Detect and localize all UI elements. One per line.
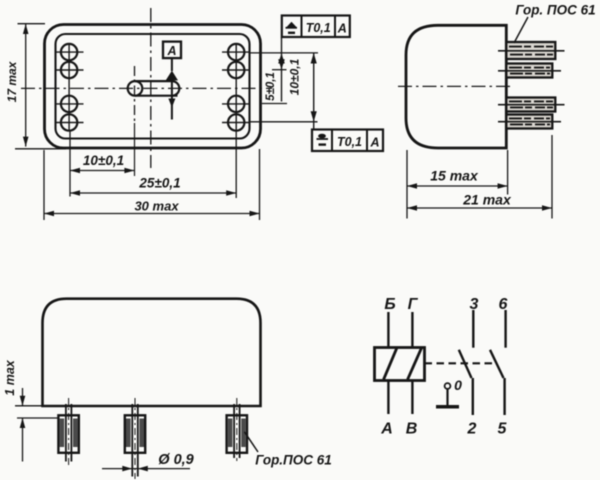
- svg-text:A: A: [369, 136, 379, 150]
- svg-text:Гор.ПОС 61: Гор.ПОС 61: [255, 453, 332, 468]
- svg-text:25±0,1: 25±0,1: [138, 176, 180, 191]
- svg-text:15 max: 15 max: [430, 168, 479, 184]
- svg-text:A: A: [166, 44, 176, 58]
- svg-text:T0,1: T0,1: [337, 135, 362, 149]
- svg-text:10±0,1: 10±0,1: [83, 153, 124, 168]
- svg-text:Г: Г: [408, 296, 419, 313]
- svg-text:21 max: 21 max: [462, 192, 512, 208]
- svg-text:2: 2: [467, 421, 477, 438]
- svg-text:А: А: [380, 421, 393, 438]
- svg-text:0: 0: [454, 377, 462, 393]
- svg-text:30 max: 30 max: [134, 199, 179, 214]
- svg-text:3: 3: [470, 296, 479, 313]
- svg-text:10±0,1: 10±0,1: [288, 58, 302, 95]
- svg-text:5±0,1: 5±0,1: [265, 72, 277, 101]
- svg-text:5: 5: [498, 421, 508, 438]
- svg-text:A: A: [337, 22, 347, 36]
- svg-text:T0,1: T0,1: [306, 21, 331, 35]
- svg-text:6: 6: [499, 296, 508, 313]
- svg-text:1 max: 1 max: [3, 359, 17, 395]
- svg-text:Ø 0,9: Ø 0,9: [158, 452, 193, 468]
- svg-text:17 max: 17 max: [5, 60, 19, 102]
- svg-text:В: В: [406, 421, 418, 438]
- svg-text:Гор. ПОС 61: Гор. ПОС 61: [515, 3, 595, 18]
- svg-text:Б: Б: [384, 296, 395, 313]
